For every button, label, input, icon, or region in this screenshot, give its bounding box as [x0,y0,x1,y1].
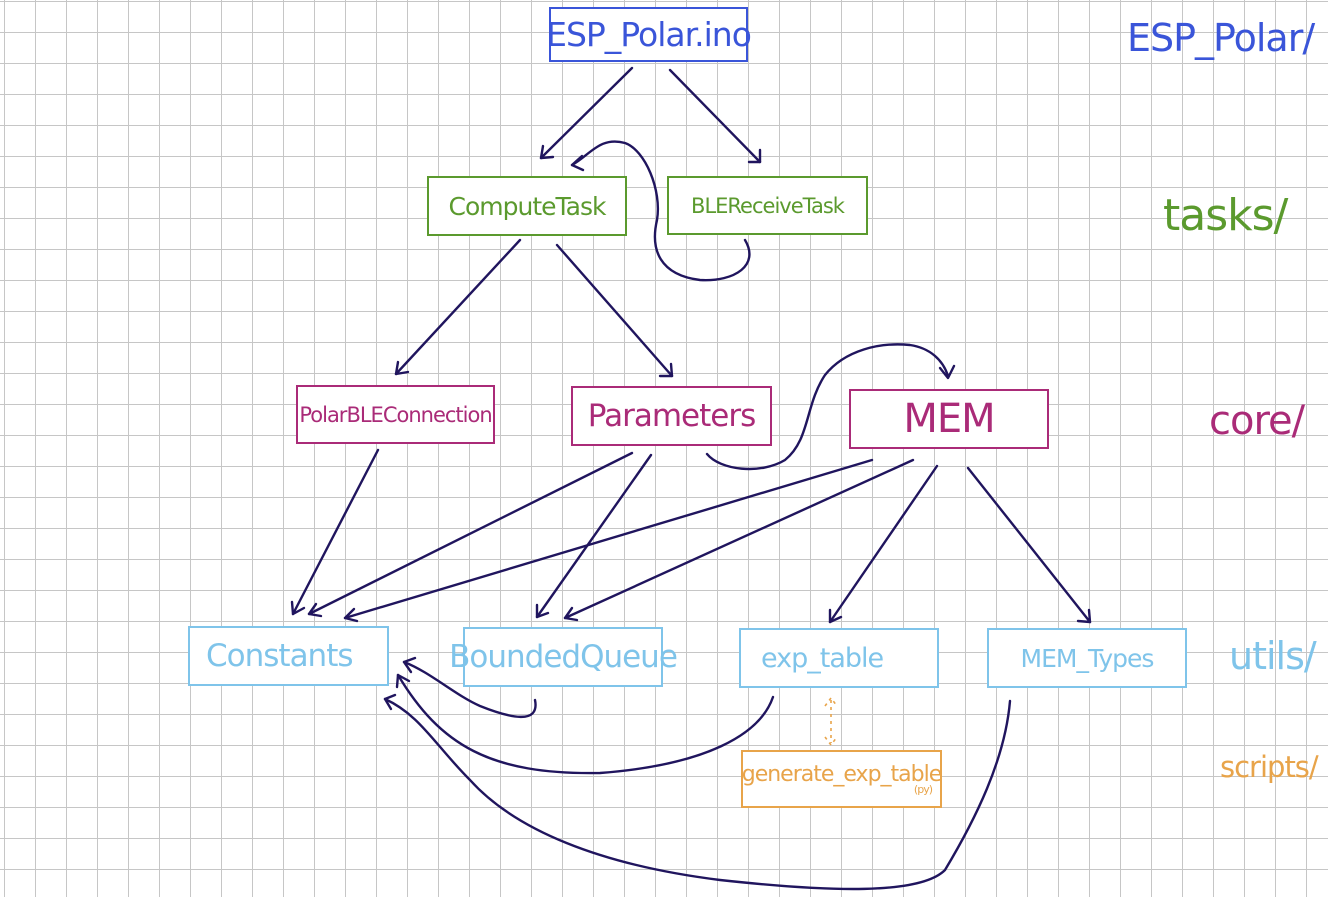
edge-parameters-to-boundedqueue [535,453,653,619]
arrowhead [563,606,579,622]
node-label: BoundedQueue [449,639,678,675]
edge-mem-to-boundedqueue [563,458,915,620]
arrowhead [570,154,585,172]
node-label: Constants [206,638,354,674]
node-label-extension: (py) [913,783,933,796]
folder-label-scripts: scripts/ [1220,750,1319,784]
folder-label-esp-polar: ESP_Polar/ [1127,16,1315,60]
node-label: exp_table [761,642,884,674]
folder-label-tasks: tasks/ [1163,190,1288,241]
node-label: BLEReceiveTask [691,193,845,218]
node-mem-types: MEM_Types [987,628,1187,688]
node-label: Parameters [587,398,756,434]
folder-label-utils: utils/ [1229,634,1317,678]
node-mem: MEM [849,389,1049,449]
node-polar-ble-connection: PolarBLEConnection [296,385,495,444]
node-parameters: Parameters [571,386,772,446]
dashed-arrowhead [824,736,838,747]
arrowhead [539,144,555,160]
arrowhead [395,673,411,689]
edge-esp-to-computetask [539,66,634,160]
edge-memtypes-to-constants [383,697,1012,891]
arrowhead [290,600,306,616]
node-ble-receive-task: BLEReceiveTask [667,176,868,235]
arrowhead [343,607,359,623]
arrowhead [402,656,417,674]
node-esp-polar-ino: ESP_Polar.ino [546,7,752,62]
dashed-arrowhead [824,696,838,707]
node-constants: Constants [188,626,389,686]
edge-mem-to-memtypes [966,466,1092,624]
edge-esp-to-blereceivetask [668,68,762,164]
arrowhead [1076,608,1092,624]
edge-mem-to-constants [343,458,874,620]
edge-computetask-to-polarbleconnection [394,238,522,376]
arrowhead [383,693,397,711]
edge-parameters-to-constants [307,451,634,616]
folder-label-core: core/ [1209,398,1305,444]
node-label: PolarBLEConnection [299,402,492,427]
node-generate-exp-table: generate_exp_table (py) [741,750,942,808]
node-label: generate_exp_table [741,762,943,787]
node-exp-table: exp_table [739,628,939,688]
edge-mem-to-exptable [828,464,939,624]
node-label: ComputeTask [448,191,607,221]
arrowhead [828,608,843,624]
edge-boundedqueue-to-constants [402,660,537,719]
edge-polarbleconnection-to-constants [291,448,380,616]
node-bounded-queue: BoundedQueue [449,627,678,687]
node-label: MEM [903,396,995,442]
node-compute-task: ComputeTask [427,176,627,236]
arrowhead [307,602,323,618]
node-label: MEM_Types [1020,643,1155,673]
edge-parameters-to-mem [705,343,950,471]
arrowhead [535,603,550,619]
node-label: ESP_Polar.ino [546,15,752,54]
arrowhead [938,364,956,380]
edge-exptable-to-constants [396,673,775,775]
arrowhead [658,362,674,378]
edge-computetask-to-parameters [555,243,674,378]
arrowhead [394,360,410,376]
edge-blereceivetask-to-computetask [570,140,751,282]
arrowhead [747,148,762,164]
